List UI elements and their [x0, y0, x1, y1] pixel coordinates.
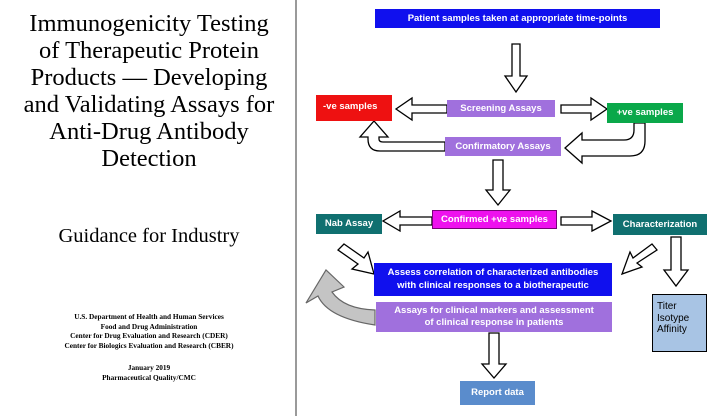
characterization-box: Characterization	[613, 214, 707, 235]
report-data-box: Report data	[460, 381, 535, 405]
agency-line: Center for Biologics Evaluation and Rese…	[64, 340, 234, 350]
document-category: Pharmaceutical Quality/CMC	[102, 372, 196, 382]
document-subtitle: Guidance for Industry	[58, 225, 240, 247]
agency-line: Center for Drug Evaluation and Research …	[70, 331, 228, 341]
arrow-left-icon	[381, 209, 433, 233]
date-block: January 2019 Pharmaceutical Quality/CMC	[20, 363, 278, 382]
titer-label: Titer	[657, 301, 677, 312]
arrow-right-icon	[560, 96, 609, 122]
nab-assay-box: Nab Assay	[316, 214, 382, 234]
confirmed-positive-box: Confirmed +ve samples	[432, 210, 557, 229]
arrow-diagonal-icon	[620, 243, 658, 276]
title-line: of Therapeutic Protein	[39, 37, 259, 64]
arrow-diagonal-icon	[336, 243, 375, 275]
arrow-down-icon	[480, 332, 508, 379]
agency-line: U.S. Department of Health and Human Serv…	[74, 312, 224, 321]
arrow-down-icon	[484, 159, 512, 207]
arrow-down-icon	[503, 43, 529, 94]
agency-block: U.S. Department of Health and Human Serv…	[20, 312, 278, 350]
affinity-label: Affinity	[657, 324, 687, 335]
curved-arrow-icon	[358, 120, 446, 152]
patient-samples-box: Patient samples taken at appropriate tim…	[375, 9, 660, 28]
title-line: Immunogenicity Testing	[29, 10, 269, 37]
curved-arrow-icon	[564, 122, 646, 165]
correlation-line: with clinical responses to a biotherapeu…	[397, 279, 589, 291]
title-line: Products — Developing	[30, 64, 268, 91]
titer-isotype-affinity-box: Titer Isotype Affinity	[652, 294, 707, 352]
isotype-label: Isotype	[657, 312, 690, 324]
title-line: Detection	[101, 145, 197, 172]
confirmatory-assays-box: Confirmatory Assays	[445, 137, 561, 156]
document-cover: Immunogenicity Testing of Therapeutic Pr…	[0, 0, 294, 416]
clinical-markers-box: Assays for clinical markers and assessme…	[376, 302, 612, 332]
negative-samples-box: -ve samples	[316, 95, 392, 121]
markers-line: of clinical response in patients	[424, 317, 564, 328]
page-divider	[295, 0, 297, 416]
arrow-right-icon	[560, 209, 613, 233]
document-title: Immunogenicity Testing of Therapeutic Pr…	[6, 10, 292, 172]
agency-line: Food and Drug Administration	[100, 321, 198, 331]
feedback-arrow-icon	[305, 269, 376, 326]
correlation-line: Assess correlation of characterized anti…	[387, 267, 599, 278]
title-line: and Validating Assays for	[23, 91, 275, 118]
arrow-down-icon	[662, 236, 690, 288]
correlation-box: Assess correlation of characterized anti…	[374, 263, 612, 296]
title-line: Anti-Drug Antibody	[49, 118, 249, 145]
markers-line: Assays for clinical markers and assessme…	[394, 304, 594, 316]
arrow-left-icon	[394, 96, 448, 122]
screening-assays-box: Screening Assays	[447, 100, 555, 117]
document-date: January 2019	[127, 363, 171, 372]
positive-samples-box: +ve samples	[607, 103, 683, 123]
